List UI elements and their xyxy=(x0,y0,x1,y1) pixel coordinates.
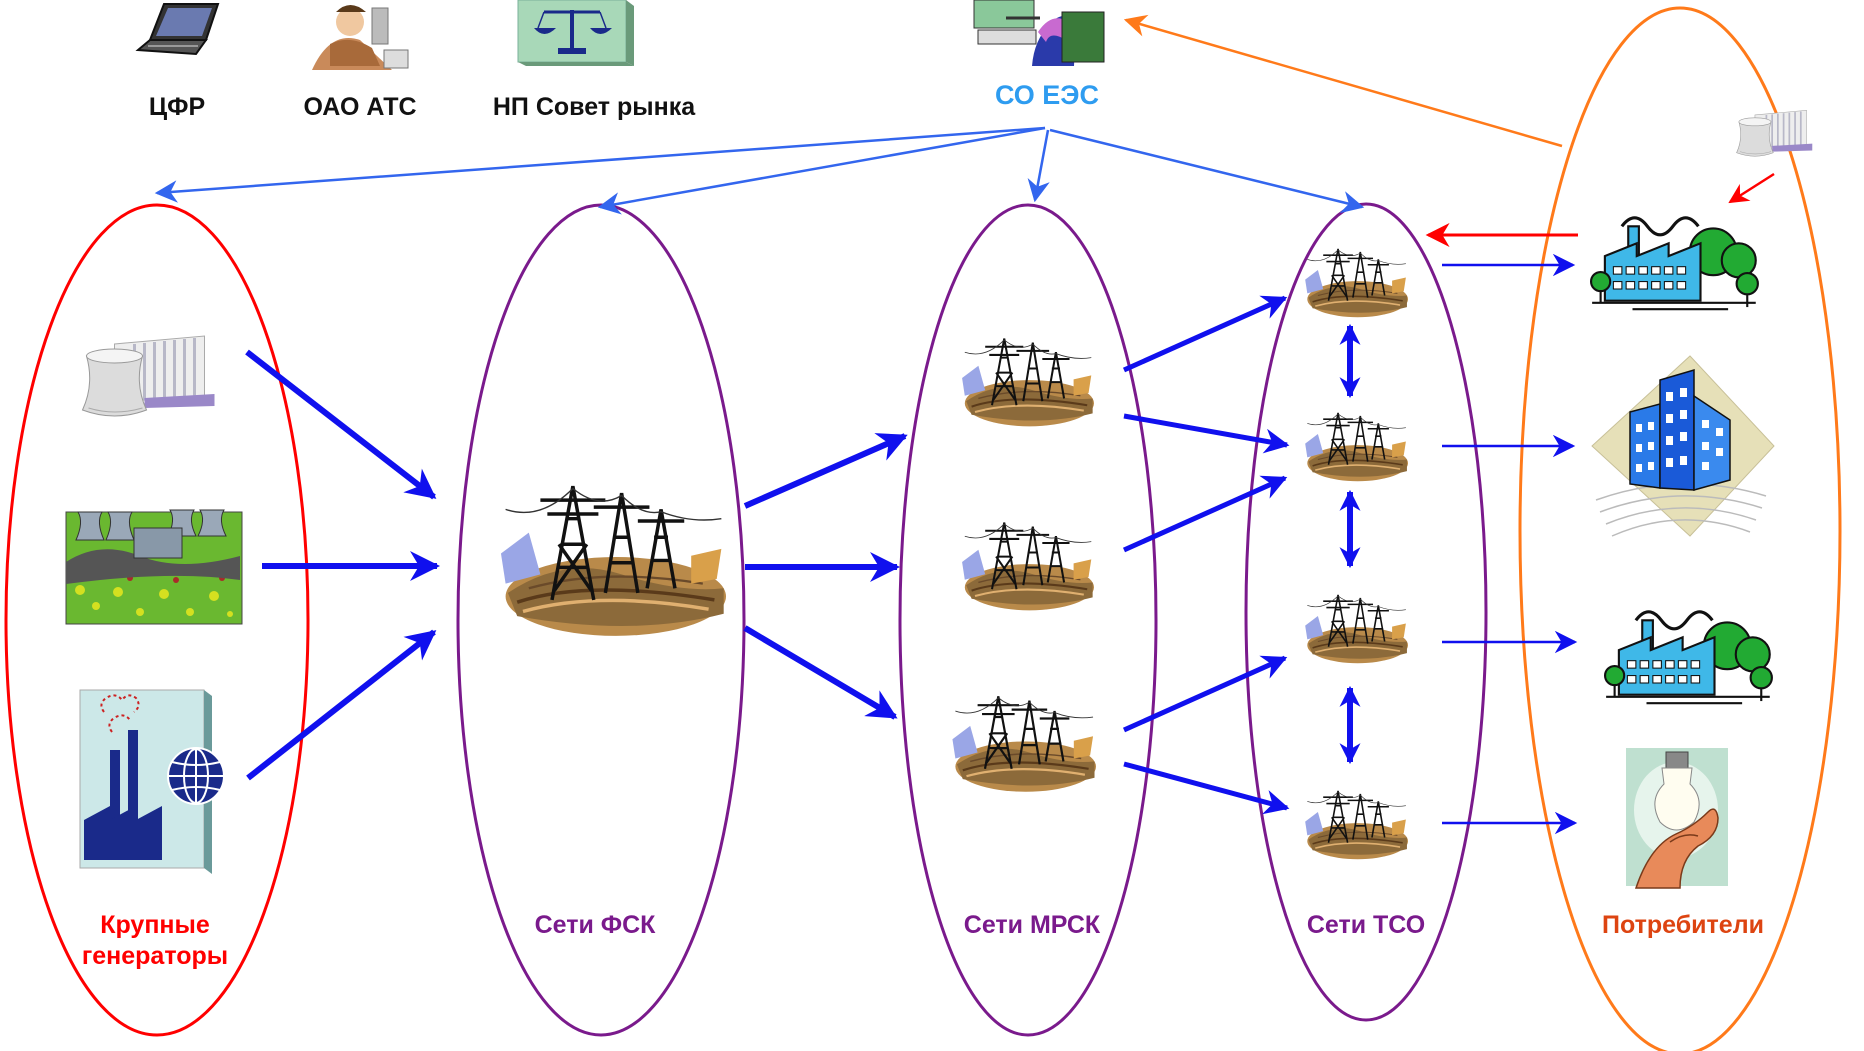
power-transmission-tower-icon xyxy=(1304,790,1408,861)
label-generators-line2: генераторы xyxy=(82,942,228,970)
consumer-generator-icon xyxy=(1735,109,1814,158)
label-cfr: ЦФР xyxy=(149,93,205,121)
so-ees-control-arrows xyxy=(154,126,1365,215)
consumer-own-generation-arrow xyxy=(1728,172,1775,204)
scales-icon xyxy=(517,0,634,66)
power-transmission-tower-icon xyxy=(1304,248,1408,319)
power-transmission-tower-icon xyxy=(1304,412,1408,483)
label-consumers: Потребители xyxy=(1602,911,1764,939)
tso-ellipse xyxy=(1244,202,1488,1022)
factory-icon xyxy=(1604,610,1774,705)
mrsk-ellipse xyxy=(898,203,1158,1037)
tso-to-consumer-arrows xyxy=(1442,253,1578,835)
power-transmission-tower-icon xyxy=(961,337,1094,428)
power-transmission-tower-icon xyxy=(499,484,726,638)
power-transmission-tower-icon xyxy=(1304,594,1408,665)
laptop-icon xyxy=(135,3,220,56)
label-tso: Сети ТСО xyxy=(1307,911,1425,939)
label-fsk: Сети ФСК xyxy=(535,911,657,939)
dispatcher-operator-icon xyxy=(973,0,1105,66)
generators-ellipse xyxy=(4,203,310,1037)
label-ats: ОАО АТС xyxy=(303,93,416,121)
mrsk-to-tso-arrows xyxy=(1122,295,1290,815)
fsk-to-mrsk-arrows xyxy=(743,433,908,720)
label-so-ees: СО ЕЭС xyxy=(995,80,1099,110)
light-bulb-hand-icon xyxy=(1626,748,1728,889)
consumers-ellipse xyxy=(1518,6,1842,1051)
label-generators-line1: Крупные xyxy=(100,911,210,939)
generation-flow-arrows xyxy=(245,349,440,781)
power-transmission-tower-icon xyxy=(961,521,1094,612)
factory-icon xyxy=(1590,216,1760,311)
consumers-to-so-ees-arrow xyxy=(1123,14,1563,148)
label-mrsk: Сети МРСК xyxy=(964,911,1101,939)
thermal-power-plant-icon xyxy=(65,509,243,625)
office-worker-icon xyxy=(312,5,409,70)
office-building-icon xyxy=(1591,355,1775,537)
power-transmission-tower-icon xyxy=(951,695,1096,793)
label-council: НП Совет рынка xyxy=(493,93,696,121)
factory-globe-icon xyxy=(79,689,225,874)
nuclear-power-plant-icon xyxy=(80,334,217,418)
